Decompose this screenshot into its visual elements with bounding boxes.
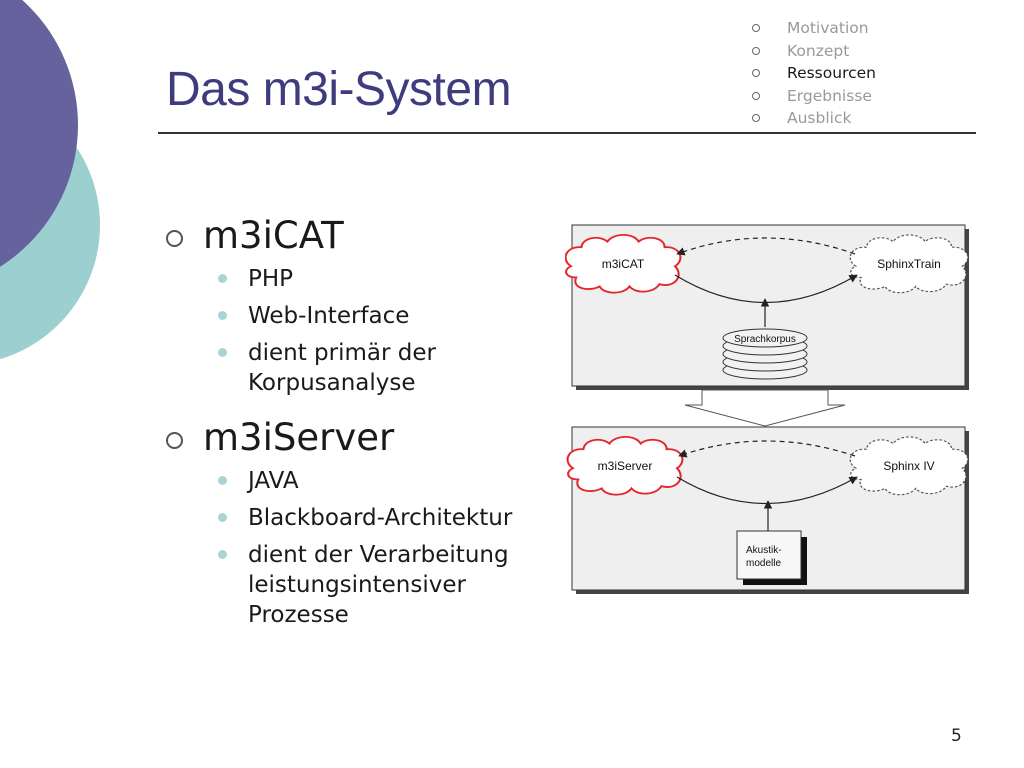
arrow-feedback-dashed <box>678 440 856 458</box>
node-label-sphinx-iv: Sphinx IV <box>883 459 934 473</box>
node-label-sphinxtrain: SphinxTrain <box>877 257 941 271</box>
nav-item-ressourcen[interactable]: Ressourcen <box>752 62 876 85</box>
title-divider <box>158 132 976 134</box>
slide-title: Das m3i-System <box>166 63 512 116</box>
decorative-circle-dark <box>0 0 78 267</box>
section-heading-m3icat: m3iCAT <box>166 212 556 260</box>
nav-item-ausblick[interactable]: Ausblick <box>752 107 876 130</box>
resource-label-modelle: modelle <box>746 558 781 569</box>
section-nav: Motivation Konzept Ressourcen Ergebnisse… <box>752 17 876 130</box>
bullet-item: JAVA <box>166 466 556 496</box>
transition-arrow-icon <box>684 389 846 427</box>
bullet-item: PHP <box>166 264 556 294</box>
slide-content: m3iCAT PHP Web-Interface dient primär de… <box>166 212 556 646</box>
nav-item-ergebnisse[interactable]: Ergebnisse <box>752 85 876 108</box>
nav-item-konzept[interactable]: Konzept <box>752 40 876 63</box>
architecture-diagram: m3iCAT SphinxTrain Sprachkorpus m3iServe… <box>565 224 969 594</box>
bullet-item: Web-Interface <box>166 301 556 331</box>
diagram-panel-training: m3iCAT SphinxTrain Sprachkorpus <box>565 224 969 390</box>
resource-label-akustik: Akustik- <box>746 545 782 556</box>
decorative-circles <box>0 0 100 360</box>
page-number: 5 <box>951 726 962 746</box>
m3icat-bullet-list: PHP Web-Interface dient primär der Korpu… <box>166 264 556 398</box>
bullet-item: dient primär der Korpusanalyse <box>166 338 556 398</box>
node-label-m3iserver: m3iServer <box>598 459 653 473</box>
diagram-panel-runtime: m3iServer Sphinx IV Akustik- modelle <box>566 426 969 594</box>
section-heading-m3iserver: m3iServer <box>166 414 556 462</box>
bullet-item: dient der Verarbeitung leistungsintensiv… <box>166 540 556 630</box>
node-label-m3icat: m3iCAT <box>602 257 645 271</box>
document-icon <box>736 530 807 585</box>
arrow-feedback-dashed <box>676 237 856 256</box>
m3iserver-bullet-list: JAVA Blackboard-Architektur dient der Ve… <box>166 466 556 630</box>
database-icon <box>722 328 808 380</box>
resource-label-sprachkorpus: Sprachkorpus <box>734 334 796 345</box>
nav-item-motivation[interactable]: Motivation <box>752 17 876 40</box>
bullet-item: Blackboard-Architektur <box>166 503 556 533</box>
